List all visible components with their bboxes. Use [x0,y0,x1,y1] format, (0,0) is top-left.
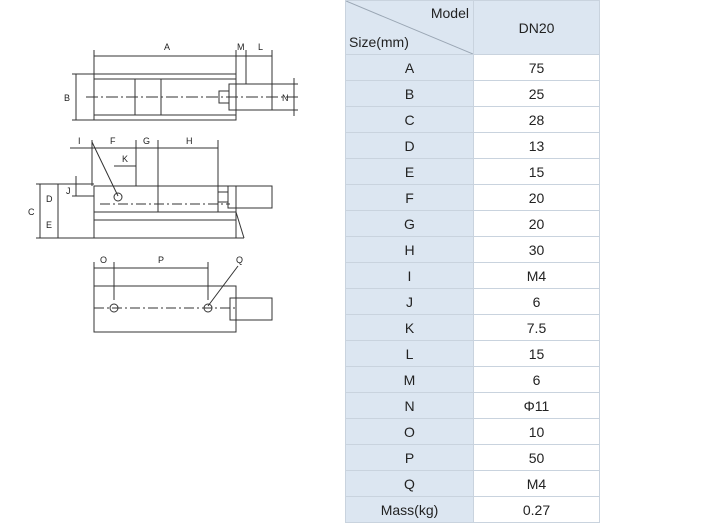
top-view [72,50,300,121]
dim-label-a: A [164,42,170,52]
row-value: 75 [473,54,600,81]
row-value: 7.5 [473,314,600,341]
row-value: 25 [473,80,600,107]
row-label: K [345,314,474,341]
dim-label-b: B [64,93,70,103]
dim-label-e: E [46,220,52,230]
dim-label-c: C [28,207,35,217]
row-label: I [345,262,474,289]
row-value: 6 [473,288,600,315]
dim-label-d: D [46,194,53,204]
dim-label-l: L [258,42,263,52]
dim-label-m: M [237,42,245,52]
row-label: O [345,418,474,445]
row-label: L [345,340,474,367]
row-label: F [345,184,474,211]
row-value: 6 [473,366,600,393]
row-label: Q [345,470,474,497]
row-value: 30 [473,236,600,263]
dim-label-g: G [143,136,150,146]
row-label: B [345,80,474,107]
dim-label-o: O [100,255,107,265]
row-label: A [345,54,474,81]
row-value: 13 [473,132,600,159]
dim-label-h: H [186,136,193,146]
dim-label-f: F [110,136,116,146]
header-corner-cell: Model Size(mm) [345,0,474,55]
technical-drawing: A M L B N I F G H K J D C E O P Q [28,42,300,333]
row-value: 20 [473,184,600,211]
row-value: M4 [473,470,600,497]
table-row: Mass(kg)0.27 [345,496,600,523]
dim-label-p: P [158,255,164,265]
row-label: M [345,366,474,393]
row-label: H [345,236,474,263]
row-label: E [345,158,474,185]
row-label: G [345,210,474,237]
row-value: 50 [473,444,600,471]
row-value: 28 [473,106,600,133]
row-label: Mass(kg) [345,496,474,523]
size-header-label: Size(mm) [349,34,409,50]
row-value: 15 [473,340,600,367]
model-header-label: Model [430,5,469,21]
dim-label-n: N [282,93,289,103]
dim-label-q: Q [236,255,243,265]
table-header-row: Model Size(mm) DN20 [345,0,600,55]
bottom-view [93,262,273,333]
row-value: 15 [473,158,600,185]
row-value: 0.27 [473,496,600,523]
diagonal-divider [346,1,473,54]
row-label: D [345,132,474,159]
model-name-cell: DN20 [473,0,600,55]
dim-label-i: I [78,136,81,146]
row-value: 20 [473,210,600,237]
row-value: M4 [473,262,600,289]
row-label: J [345,288,474,315]
row-label: N [345,392,474,419]
side-view [36,140,273,239]
row-value: Φ11 [473,392,600,419]
dim-label-k: K [122,154,128,164]
row-value: 10 [473,418,600,445]
row-label: C [345,106,474,133]
row-label: P [345,444,474,471]
dim-label-j: J [66,186,71,196]
